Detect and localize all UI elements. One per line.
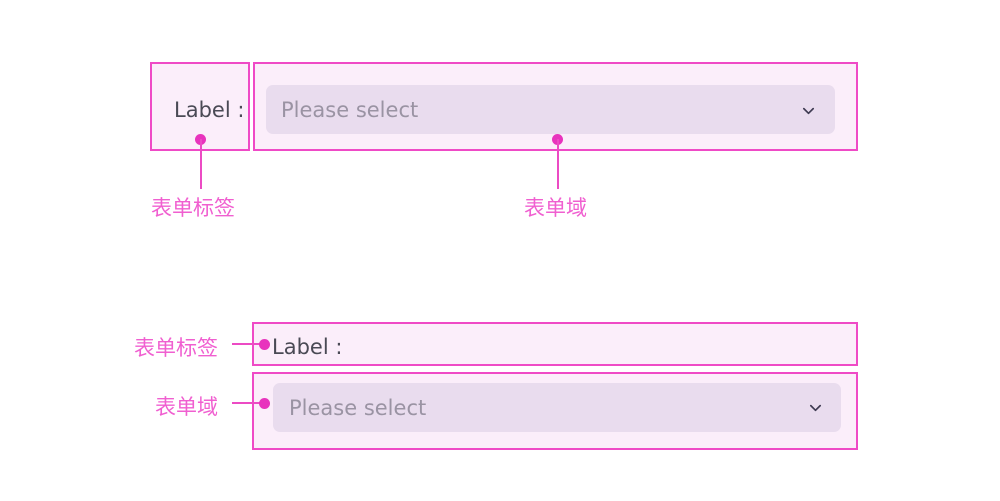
stacked-label-callout-dot [259,339,270,350]
inline-field-annotation: 表单域 [524,196,587,220]
stacked-select-field[interactable] [273,383,841,432]
stacked-label-leader-line [232,343,265,345]
stacked-label-text: Label : [272,335,343,359]
inline-field-leader-line [557,139,559,189]
inline-label-text: Label : [174,98,245,122]
stacked-field-annotation: 表单域 [155,395,218,419]
inline-select-placeholder: Please select [281,98,419,122]
stacked-field-leader-line [232,402,265,404]
inline-select-field[interactable] [266,85,835,134]
inline-label-leader-line [200,139,202,189]
stacked-select-placeholder: Please select [289,396,427,420]
stacked-label-highlight-box [252,322,858,366]
stacked-label-annotation: 表单标签 [134,336,218,360]
stacked-field-callout-dot [259,398,270,409]
chevron-down-icon[interactable] [808,400,823,415]
chevron-down-icon[interactable] [801,103,816,118]
inline-label-annotation: 表单标签 [151,196,235,220]
